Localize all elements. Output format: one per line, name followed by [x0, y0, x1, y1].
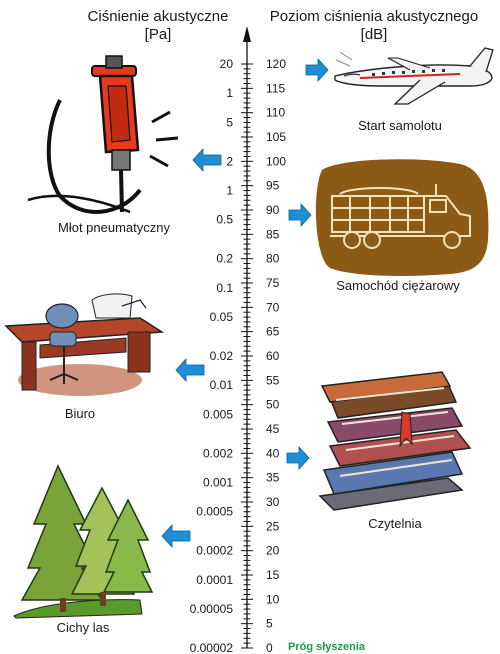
pa-tick-label: 0.0005	[196, 505, 233, 519]
pa-axis-title: Ciśnienie akustyczne [Pa]	[68, 8, 248, 44]
truck-icon	[315, 159, 489, 276]
axis-group	[241, 26, 253, 649]
db-tick-label: 110	[266, 106, 285, 120]
db-tick-label: 75	[266, 276, 280, 290]
pa-tick-label: 0.001	[203, 476, 233, 490]
db-tick-label: 115	[266, 81, 285, 95]
db-axis-title-text: Poziom ciśnienia akustycznego	[269, 8, 479, 25]
pa-tick-label: 0.0002	[196, 544, 233, 558]
pa-axis-title-text: Ciśnienie akustyczne	[87, 8, 229, 25]
db-tick-label: 10	[266, 592, 280, 606]
books-icon	[318, 371, 472, 511]
db-tick-label: 65	[266, 325, 280, 339]
db-tick-label: 105	[266, 130, 286, 144]
db-tick-label: 55	[266, 373, 280, 387]
arrow-left-jackhammer	[192, 147, 222, 173]
pa-tick-label: 2	[226, 154, 233, 168]
pa-axis-unit: [Pa]	[144, 26, 172, 43]
arrow-right-airplane	[305, 57, 329, 83]
caption-library: Czytelnia	[368, 516, 422, 531]
db-tick-label: 25	[266, 519, 280, 533]
db-axis-unit: [dB]	[360, 26, 388, 43]
pa-tick-label: 0.02	[210, 349, 234, 363]
pa-tick-label: 0.00005	[190, 602, 234, 616]
db-tick-label: 45	[266, 422, 280, 436]
hearing-threshold-label: Próg słyszenia	[288, 641, 366, 653]
db-tick-label: 95	[266, 179, 280, 193]
pa-tick-label: 0.2	[216, 252, 233, 266]
pa-tick-label: 0.00002	[190, 641, 234, 654]
pa-tick-label: 1	[226, 86, 233, 100]
db-tick-label: 85	[266, 227, 280, 241]
arrow-left-office	[175, 357, 205, 383]
caption-forest: Cichy las	[56, 620, 110, 635]
forest-icon	[13, 464, 154, 619]
db-tick-label: 15	[266, 568, 280, 582]
pa-tick-label: 0.005	[203, 407, 233, 421]
db-tick-label: 80	[266, 252, 280, 266]
pa-tick-label: 0.1	[216, 281, 233, 295]
db-tick-label: 50	[266, 398, 280, 412]
db-tick-label: 60	[266, 349, 280, 363]
pa-tick-label: 0.002	[203, 446, 233, 460]
caption-truck: Samochód ciężarowy	[336, 278, 460, 293]
db-tick-label: 30	[266, 495, 280, 509]
airplane-icon	[334, 47, 494, 105]
pa-tick-label: 0.05	[210, 310, 234, 324]
office-desk-icon	[4, 293, 165, 396]
db-tick-label: 120	[266, 57, 286, 71]
pa-tick-label: 20	[220, 57, 234, 71]
db-tick-label: 5	[266, 617, 273, 631]
caption-airplane: Start samolotu	[358, 118, 442, 133]
db-tick-label: 0	[266, 641, 273, 654]
arrow-left-forest	[161, 523, 191, 549]
axis-arrowhead	[243, 26, 251, 42]
db-tick-label: 20	[266, 544, 280, 558]
db-tick-label: 40	[266, 446, 280, 460]
pa-tick-labels: 20 1 5 2 1 0.5 0.2 0.1 0.05 0.02 0.01 0.005 0.002 0.0…	[190, 57, 234, 654]
db-tick-label: 35	[266, 471, 280, 485]
pa-tick-label: 0.0001	[196, 573, 233, 587]
caption-jackhammer: Młot pneumatyczny	[58, 220, 170, 235]
pa-tick-label: 5	[226, 115, 233, 129]
arrow-right-truck	[288, 202, 312, 228]
db-tick-label: 70	[266, 300, 280, 314]
jackhammer-icon	[27, 55, 179, 214]
db-tick-labels: 1201151101051009590858075706560555045403…	[266, 57, 286, 654]
db-tick-label: 100	[266, 154, 286, 168]
db-tick-label: 90	[266, 203, 280, 217]
caption-office: Biuro	[64, 406, 96, 421]
db-axis-title: Poziom ciśnienia akustycznego [dB]	[258, 8, 490, 44]
pa-tick-label: 0.01	[210, 378, 234, 392]
pa-tick-label: 0.5	[216, 213, 233, 227]
pa-tick-label: 1	[226, 184, 233, 198]
arrow-right-library	[286, 445, 310, 471]
